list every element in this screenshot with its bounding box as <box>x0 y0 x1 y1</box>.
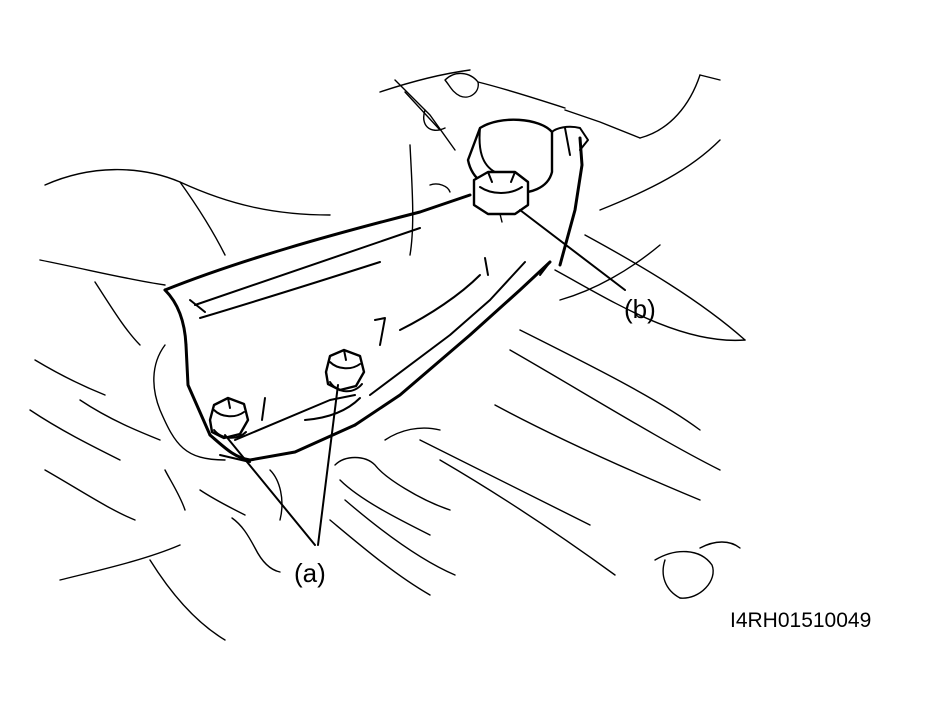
background-chassis-lines <box>29 69 746 641</box>
bolt-a-right-nut-icon <box>324 348 366 393</box>
leader-lines <box>224 209 626 546</box>
bolt-b-nut-icon <box>472 170 530 223</box>
callout-a-label: (a) <box>294 558 326 588</box>
mount-bracket <box>163 136 584 463</box>
figure-code: I4RH01510049 <box>730 609 871 632</box>
bolt-a-left-nut-icon <box>208 396 250 440</box>
callout-b-label: (b) <box>624 294 656 324</box>
